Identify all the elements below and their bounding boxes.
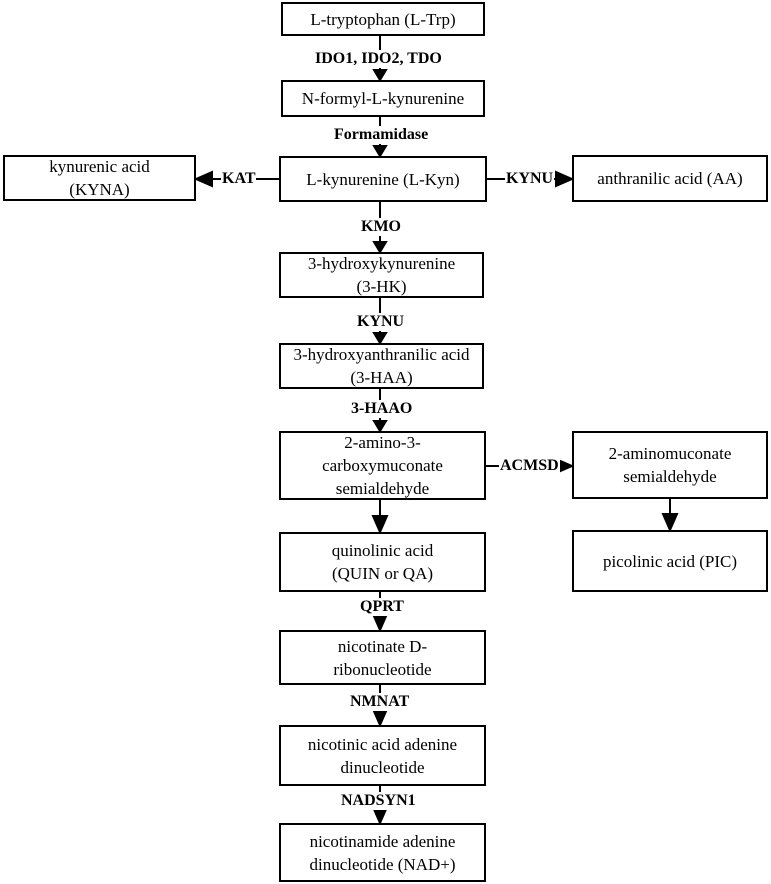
node-3-hydroxykynurenine: 3-hydroxykynurenine (3-HK): [279, 252, 484, 298]
arrowhead-quin-namn: [371, 613, 389, 633]
enzyme-label-kmo: KMO: [360, 218, 402, 236]
node-anthranilic-acid-label: anthranilic acid (AA): [597, 169, 743, 188]
enzyme-label-acmsd: ACMSD: [499, 457, 560, 475]
node-3-hydroxyanthranilic-acid-label: 3-hydroxyanthranilic acid (3-HAA): [293, 345, 470, 387]
node-quinolinic-acid-label: quinolinic acid (QUIN or QA): [331, 541, 434, 583]
node-nicotinate-d-ribonucleotide-label: nicotinate D-ribonucleotide: [333, 636, 432, 679]
node-acms: 2-amino-3-carboxymuconate semialdehyde: [279, 431, 486, 500]
enzyme-label-nmnat: NMNAT: [349, 693, 411, 711]
arrowhead-hk-haa: [372, 332, 388, 345]
enzyme-label-3-haao: 3-HAAO: [350, 400, 414, 418]
arrowhead-nfk-kyn: [372, 145, 388, 158]
node-l-tryptophan-label: L-tryptophan (L-Trp): [310, 9, 456, 29]
enzyme-label-ido-tdo: IDO1, IDO2, TDO: [314, 50, 443, 68]
node-picolinic-acid: picolinic acid (PIC): [572, 530, 768, 592]
node-l-kynurenine-label: L-kynurenine (L-Kyn): [306, 169, 460, 189]
node-kynurenic-acid: kynurenic acid (KYNA): [3, 155, 196, 201]
node-nicotinate-d-ribonucleotide: nicotinate D-ribonucleotide: [279, 630, 486, 685]
node-nicotinic-acid-adenine-dinucleotide: nicotinic acid adenine dinucleotide: [279, 725, 486, 786]
node-3-hydroxyanthranilic-acid: 3-hydroxyanthranilic acid (3-HAA): [279, 343, 484, 389]
node-l-tryptophan: L-tryptophan (L-Trp): [281, 2, 485, 36]
node-2-aminomuconate-semialdehyde: 2-aminomuconate semialdehyde: [572, 431, 768, 499]
arrowhead-trp-nfk: [372, 69, 388, 82]
node-quinolinic-acid: quinolinic acid (QUIN or QA): [279, 532, 486, 592]
arrowhead-acms-quin: [371, 515, 389, 535]
node-nicotinamide-adenine-dinucleotide-label: nicotinamide adenine dinucleotide (NAD+): [309, 831, 456, 874]
node-nicotinic-acid-adenine-dinucleotide-label: nicotinic acid adenine dinucleotide: [307, 734, 458, 777]
arrowhead-ams-pic: [661, 513, 679, 533]
enzyme-label-formamidase: Formamidase: [333, 126, 430, 144]
enzyme-label-kynu-aa: KYNU: [505, 170, 555, 188]
node-l-kynurenine: L-kynurenine (L-Kyn): [279, 156, 487, 202]
arrowhead-kyn-aa: [555, 170, 575, 188]
enzyme-label-nadsyn1: NADSYN1: [340, 792, 417, 810]
arrowhead-kyn-kyna: [193, 170, 213, 188]
node-2-aminomuconate-semialdehyde-label: 2-aminomuconate semialdehyde: [608, 444, 732, 486]
node-n-formyl-l-kynurenine: N-formyl-L-kynurenine: [281, 80, 485, 117]
node-anthranilic-acid: anthranilic acid (AA): [572, 155, 768, 202]
arrowhead-namn-naad: [371, 708, 389, 728]
arrowhead-kyn-hk: [372, 241, 388, 254]
node-kynurenic-acid-label: kynurenic acid (KYNA): [49, 157, 150, 199]
node-nicotinamide-adenine-dinucleotide: nicotinamide adenine dinucleotide (NAD+): [279, 823, 486, 882]
node-picolinic-acid-label: picolinic acid (PIC): [602, 551, 738, 571]
enzyme-label-qprt: QPRT: [359, 598, 405, 616]
node-acms-label: 2-amino-3-carboxymuconate semialdehyde: [322, 433, 443, 498]
enzyme-label-kynu-hk: KYNU: [356, 313, 406, 331]
node-3-hydroxykynurenine-label: 3-hydroxykynurenine (3-HK): [307, 254, 456, 296]
enzyme-label-kat: KAT: [221, 170, 257, 188]
node-n-formyl-l-kynurenine-label: N-formyl-L-kynurenine: [301, 89, 465, 108]
arrowhead-haa-acms: [372, 420, 388, 433]
